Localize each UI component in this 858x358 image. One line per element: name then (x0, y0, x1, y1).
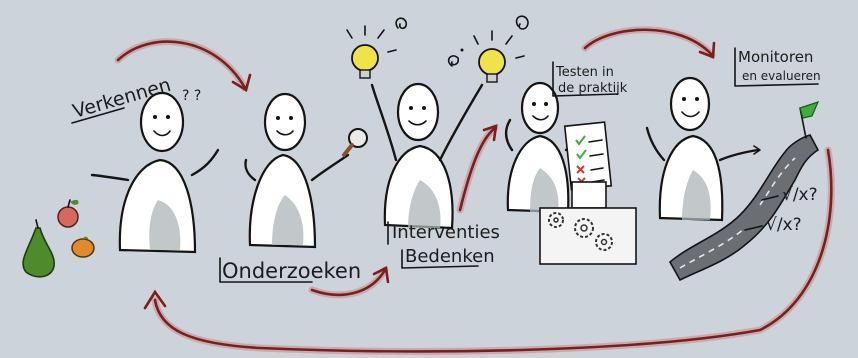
label-de-praktijk: de praktijk (558, 81, 628, 96)
check-question-2: √/x? (766, 215, 802, 235)
magnifier-icon (342, 128, 368, 157)
label-monitoren: Monitoren (738, 48, 813, 66)
arrow-interventies-testen (456, 124, 499, 214)
label-interventies: Interventies (392, 222, 500, 243)
question-marks: ? ? (182, 88, 201, 104)
stage-testen: Testen in de praktijk (504, 61, 637, 265)
label-testen-in: Testen in (555, 65, 614, 80)
arrow-onderzoeken-interventies (308, 266, 390, 299)
stage-verkennen: ? ? Verkennen (22, 74, 220, 278)
lightbulb-icon (447, 15, 529, 83)
label-bedenken: Bedenken (405, 246, 495, 267)
stage-onderzoeken: Onderzoeken (219, 92, 368, 283)
orange-icon (71, 236, 95, 258)
label-onderzoeken: Onderzoeken (222, 259, 361, 283)
stage-interventies: Interventies Bedenken (346, 15, 529, 269)
stage-monitoren: √/x? √/x? Monitoren en evalueren (645, 47, 821, 282)
return-arrow (143, 146, 835, 355)
arrow-testen-monitoren (581, 26, 716, 59)
apple-icon (57, 199, 79, 228)
flag-icon (799, 101, 820, 139)
pear-icon (22, 219, 55, 278)
label-en-evalueren: en evalueren (742, 69, 821, 83)
checklist-icon (563, 121, 613, 191)
road-icon (668, 134, 820, 282)
check-question-1: √/x? (782, 185, 818, 205)
gears-icon (539, 207, 637, 265)
arrow-verkennen-onderzoeken (114, 38, 252, 93)
lightbulb-icon (346, 17, 408, 79)
